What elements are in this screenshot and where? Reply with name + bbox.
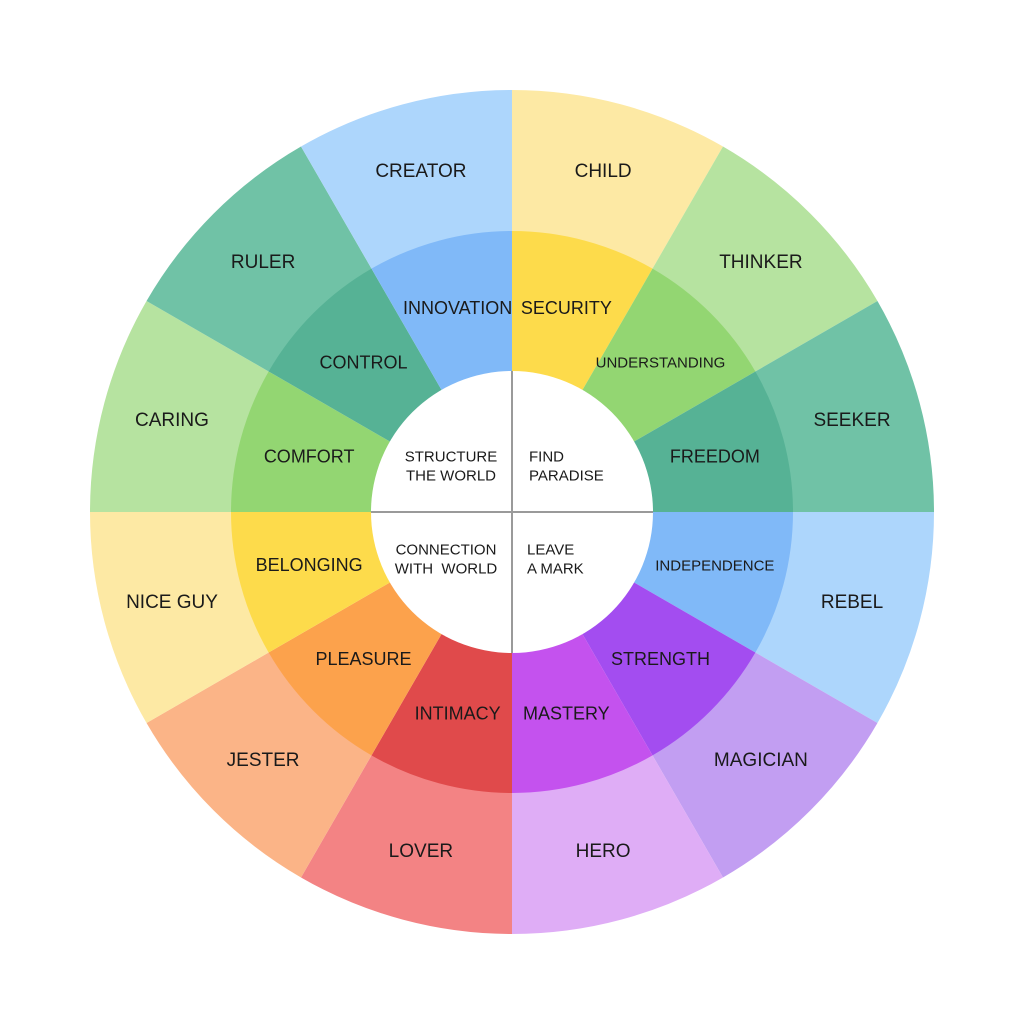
inner-label-freedom: FREEDOM: [670, 446, 760, 466]
center-quadrant-bottom-left: CONNECTION WITH WORLD: [395, 541, 498, 577]
outer-segment-thinker: [652, 146, 878, 372]
outer-label-thinker: THINKER: [719, 252, 802, 273]
inner-segment-understanding: [582, 268, 756, 442]
inner-segment-mastery: [512, 633, 653, 793]
inner-label-mastery: MASTERY: [523, 704, 610, 724]
center-label-line: FIND: [529, 448, 564, 465]
outer-label-jester: JESTER: [227, 750, 300, 771]
inner-label-comfort: COMFORT: [264, 446, 355, 466]
outer-segment-lover: [301, 754, 512, 934]
inner-segment-pleasure: [268, 582, 442, 756]
outer-segment-magician: [652, 652, 878, 878]
inner-label-intimacy: INTIMACY: [415, 704, 501, 724]
outer-segment-rebel: [754, 512, 934, 723]
outer-label-ruler: RULER: [231, 252, 295, 273]
inner-segment-strength: [582, 582, 756, 756]
inner-segment-security: [512, 231, 653, 391]
inner-label-pleasure: PLEASURE: [315, 649, 411, 669]
outer-segment-ruler: [146, 146, 372, 372]
inner-ring: [231, 231, 793, 793]
outer-ring-labels: CHILD THINKER SEEKER REBEL MAGICIAN HERO LOVER…: [126, 161, 890, 862]
center-quadrant-bottom-right: LEAVE A MARK: [527, 541, 584, 577]
inner-segment-belonging: [231, 512, 391, 653]
inner-label-belonging: BELONGING: [256, 555, 363, 575]
outer-label-hero: HERO: [576, 841, 631, 862]
outer-label-child: CHILD: [575, 161, 632, 182]
inner-segment-independence: [633, 512, 793, 653]
inner-label-security: SECURITY: [521, 298, 612, 318]
center-circle: [371, 371, 653, 653]
inner-segment-intimacy: [371, 633, 512, 793]
outer-segment-seeker: [754, 301, 934, 512]
inner-label-strength: STRENGTH: [611, 649, 710, 669]
outer-label-magician: MAGICIAN: [714, 750, 808, 771]
center-quadrant-top-right: FIND PARADISE: [529, 448, 604, 484]
inner-ring-labels: SECURITY UNDERSTANDING FREEDOM INDEPENDENCE…: [256, 298, 775, 724]
inner-segment-control: [268, 268, 442, 442]
outer-segment-hero: [512, 754, 723, 934]
outer-label-seeker: SEEKER: [813, 410, 890, 431]
outer-segment-nice-guy: [90, 512, 270, 723]
inner-label-independence: INDEPENDENCE: [655, 557, 774, 574]
outer-segment-child: [512, 90, 723, 270]
center-label-line: LEAVE: [527, 541, 574, 558]
outer-label-creator: CREATOR: [375, 161, 466, 182]
center-label-line: STRUCTURE: [405, 448, 498, 465]
outer-segment-jester: [146, 652, 372, 878]
center-label-line: CONNECTION: [396, 541, 497, 558]
outer-label-caring: CARING: [135, 410, 209, 431]
outer-ring: [90, 90, 934, 934]
outer-segment-creator: [301, 90, 512, 270]
center-label-line: WITH WORLD: [395, 560, 498, 577]
center-label-line: THE WORLD: [406, 467, 496, 484]
outer-label-nice-guy: NICE GUY: [126, 592, 218, 613]
center-label-line: A MARK: [527, 560, 584, 577]
center-label-line: PARADISE: [529, 467, 604, 484]
outer-segment-caring: [90, 301, 270, 512]
inner-label-innovation: INNOVATION: [403, 298, 512, 318]
outer-label-rebel: REBEL: [821, 592, 883, 613]
inner-label-understanding: UNDERSTANDING: [596, 354, 726, 371]
center-quadrant-top-left: STRUCTURE THE WORLD: [405, 448, 498, 484]
center-labels: FIND PARADISE LEAVE A MARK CONNECTION WITH WO…: [395, 448, 604, 577]
outer-label-lover: LOVER: [389, 841, 453, 862]
inner-label-control: CONTROL: [319, 352, 407, 372]
inner-segment-innovation: [371, 231, 512, 391]
inner-segment-comfort: [231, 371, 391, 512]
inner-segment-freedom: [633, 371, 793, 512]
